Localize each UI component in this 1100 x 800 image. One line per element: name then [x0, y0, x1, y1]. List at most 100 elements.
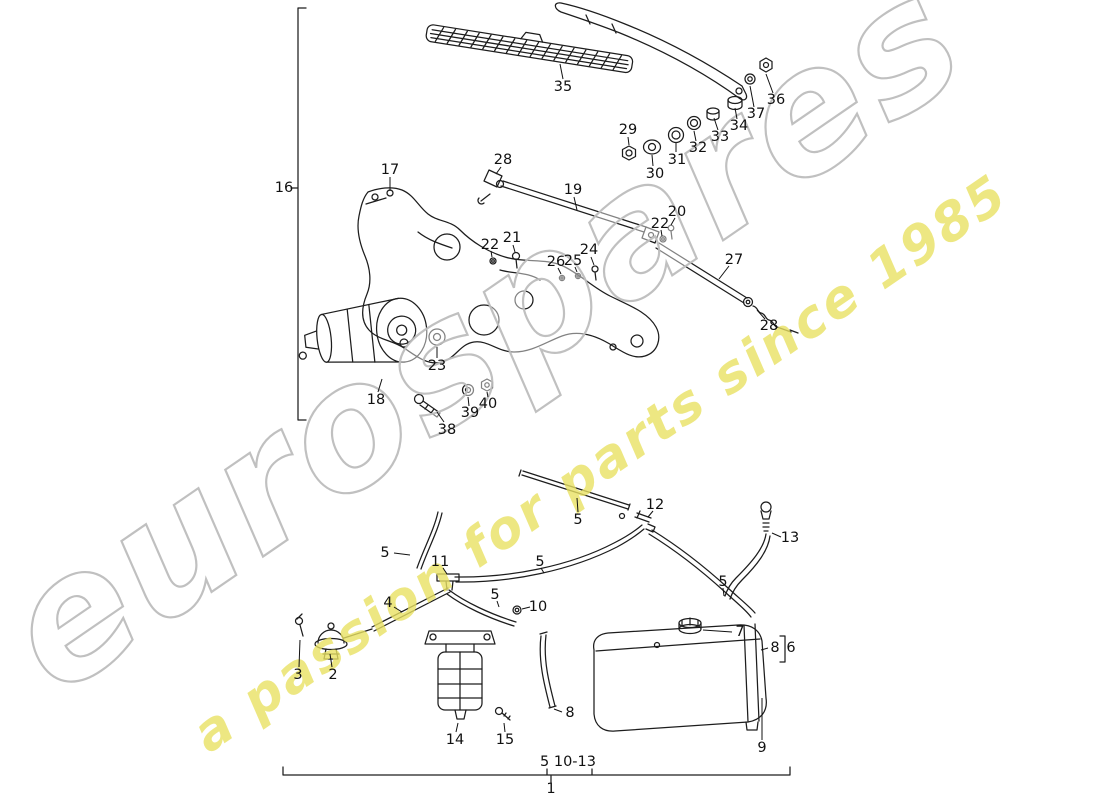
part-label-24: 24	[580, 242, 598, 258]
part-label-33: 33	[711, 129, 729, 145]
part-label-21: 21	[503, 230, 521, 246]
leader-line-2	[329, 653, 333, 668]
part-label-10: 10	[529, 599, 547, 615]
part-label-22: 22	[481, 237, 499, 253]
leader-line-40	[486, 391, 489, 398]
leader-line-5	[393, 552, 411, 556]
washer-nozzle	[294, 587, 451, 660]
part-label-31: 31	[668, 152, 686, 168]
watermark: eurospares a passion for parts since 198…	[0, 0, 1019, 765]
part-label-19: 19	[564, 182, 582, 198]
part-label-5-10-13: 5 10-13	[540, 754, 596, 770]
part-label-23: 23	[428, 358, 446, 374]
washer-bottle	[592, 617, 767, 732]
part-label-26: 26	[547, 254, 565, 270]
part-label-14: 14	[446, 732, 464, 748]
leader-line-25	[574, 266, 578, 273]
leader-line-13	[771, 532, 782, 538]
leader-line-35	[559, 63, 564, 80]
part-label-40: 40	[479, 396, 497, 412]
part-label-5: 5	[490, 587, 499, 603]
leader-line-3	[298, 639, 301, 668]
leader-line-10	[521, 606, 531, 610]
part-label-29: 29	[619, 122, 637, 138]
part-label-6: 6	[786, 640, 795, 656]
part-label-25: 25	[564, 253, 582, 269]
part-label-35: 35	[554, 79, 572, 95]
part-label-5: 5	[380, 545, 389, 561]
leader-line-21	[512, 244, 516, 253]
leader-line-12	[647, 510, 654, 518]
part-label-9: 9	[757, 740, 766, 756]
leader-line-14	[455, 722, 459, 733]
reference-brackets	[282, 7, 791, 783]
part-label-2: 2	[328, 667, 337, 683]
motor-fasteners	[413, 378, 494, 418]
leader-line-30	[651, 154, 654, 167]
mounting-bracket	[357, 187, 660, 364]
leader-line-5	[576, 497, 579, 513]
part-label-3: 3	[293, 667, 302, 683]
part-label-18: 18	[367, 392, 385, 408]
part-label-28: 28	[760, 318, 778, 334]
leader-line-37	[749, 85, 755, 108]
part-label-4: 4	[383, 595, 392, 611]
part-label-20: 20	[668, 204, 686, 220]
leader-line-39	[467, 396, 470, 407]
part-label-11: 11	[431, 554, 449, 570]
leader-line-22	[490, 250, 493, 258]
linkage-fasteners	[489, 224, 675, 282]
part-label-16: 16	[275, 180, 293, 196]
wiper-arm	[554, 2, 748, 101]
leader-line-15	[503, 722, 506, 733]
leader-line-11	[442, 567, 448, 575]
wiper-motor	[298, 297, 428, 363]
leader-line-27	[718, 265, 730, 280]
part-label-8: 8	[770, 640, 779, 656]
leader-line-28	[756, 309, 766, 320]
leader-line-8	[553, 708, 563, 713]
leader-line-38	[436, 411, 445, 423]
leader-line-7	[702, 629, 733, 633]
part-label-32: 32	[689, 140, 707, 156]
leader-line-33	[713, 117, 719, 131]
leader-line-22	[660, 229, 663, 237]
part-label-1: 1	[546, 781, 555, 797]
grommet	[428, 328, 446, 346]
part-label-5: 5	[573, 512, 582, 528]
leader-line-29	[627, 136, 630, 146]
part-label-27: 27	[725, 252, 743, 268]
leader-line-5	[540, 567, 545, 574]
part-label-34: 34	[730, 118, 748, 134]
part-label-39: 39	[461, 405, 479, 421]
wiper-linkage	[477, 169, 799, 334]
part-label-38: 38	[438, 422, 456, 438]
leader-line-5	[496, 600, 500, 608]
part-label-12: 12	[646, 497, 664, 513]
part-label-5: 5	[718, 574, 727, 590]
watermark-brand-text: eurospares	[0, 0, 1000, 733]
part-label-5: 5	[535, 554, 544, 570]
leader-line-32	[693, 130, 697, 142]
leader-line-36	[765, 73, 774, 94]
leader-line-24	[590, 256, 595, 266]
leader-line-4	[393, 606, 403, 613]
part-label-7: 7	[735, 624, 744, 640]
leader-line-5	[722, 587, 725, 597]
part-label-13: 13	[781, 530, 799, 546]
washer-pump	[424, 630, 511, 721]
leader-line-26	[557, 267, 562, 275]
part-label-17: 17	[381, 162, 399, 178]
part-label-30: 30	[646, 166, 664, 182]
leader-line-8	[760, 647, 769, 651]
part-label-15: 15	[496, 732, 514, 748]
leader-line-34	[734, 107, 738, 120]
part-label-8: 8	[565, 705, 574, 721]
part-label-37: 37	[747, 106, 765, 122]
wiper-blade	[425, 24, 634, 74]
diagram-artwork	[282, 2, 799, 783]
part-label-36: 36	[767, 92, 785, 108]
